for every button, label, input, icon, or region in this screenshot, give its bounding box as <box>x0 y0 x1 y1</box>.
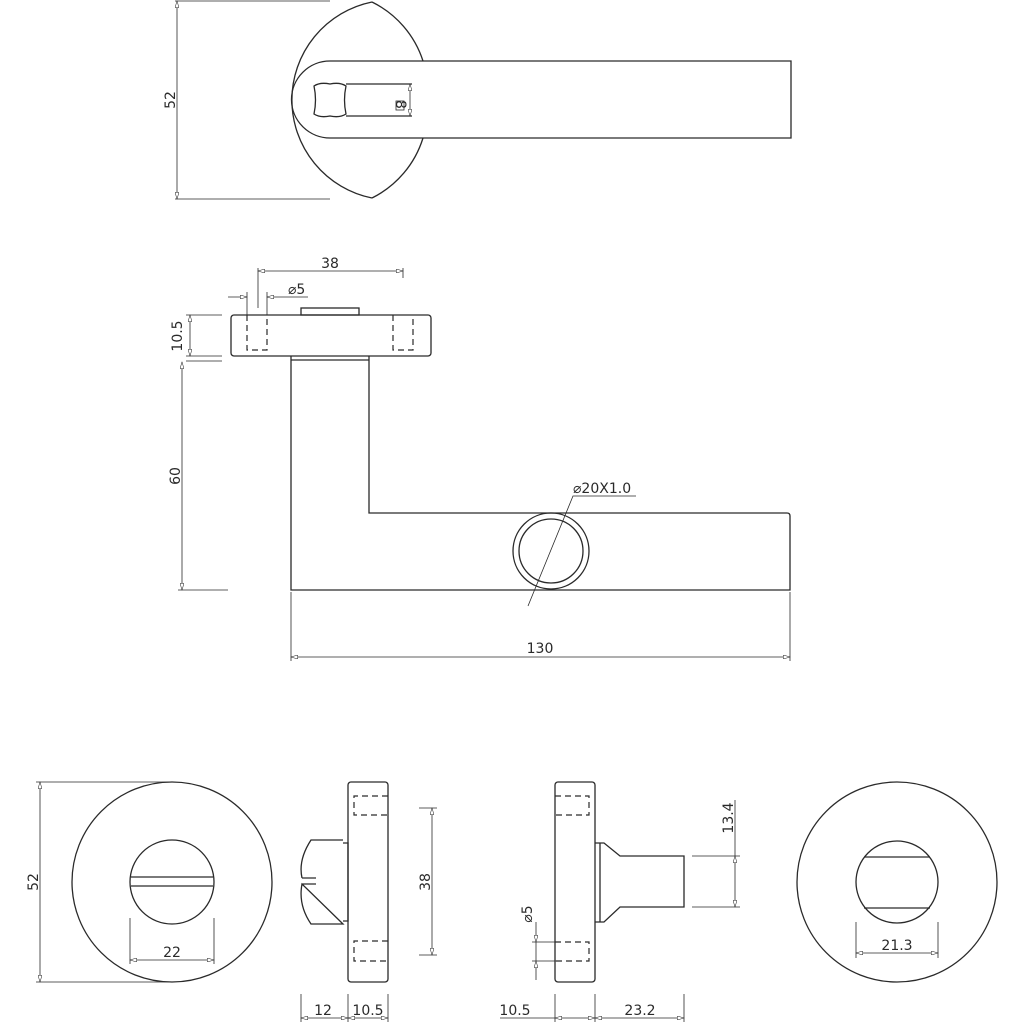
spindle-len-dim: 23.2 <box>624 1003 655 1019</box>
lever-top-view: 8 52 <box>163 0 792 200</box>
knob-dim: 12 <box>314 1003 332 1019</box>
height-dim: 52 <box>163 91 179 109</box>
rose-thickness-dim: 10.5 <box>170 320 186 351</box>
release-rose-front: 21.3 <box>796 781 998 983</box>
length-dim: 130 <box>527 641 554 657</box>
release-thickness-dim: 10.5 <box>499 1003 530 1019</box>
turn-dia-dim: 52 <box>26 873 42 891</box>
projection-dim: 60 <box>168 467 184 485</box>
opening-dim: 21.3 <box>881 938 912 954</box>
spindle-dim: 8 <box>392 100 408 109</box>
release-side-view: ⌀5 13.4 10.5 23.2 <box>499 781 740 1022</box>
lever-side-view: ⌀20X1.0 38 ⌀5 10.5 60 130 <box>168 256 791 661</box>
tube-dim: ⌀20X1.0 <box>573 481 631 497</box>
release-hole-dim: ⌀5 <box>520 905 536 922</box>
turn-side-view: 38 12 10.5 <box>300 781 437 1022</box>
turn-rose-front: 52 22 <box>26 781 273 983</box>
turn-thickness-dim: 10.5 <box>352 1003 383 1019</box>
slot-dim: 22 <box>163 945 181 961</box>
fixing-spacing-dim: 38 <box>321 256 339 272</box>
turn-spacing-dim: 38 <box>418 873 434 891</box>
hole-dia-dim: ⌀5 <box>288 282 305 298</box>
spindle-width-dim: 13.4 <box>721 802 737 833</box>
